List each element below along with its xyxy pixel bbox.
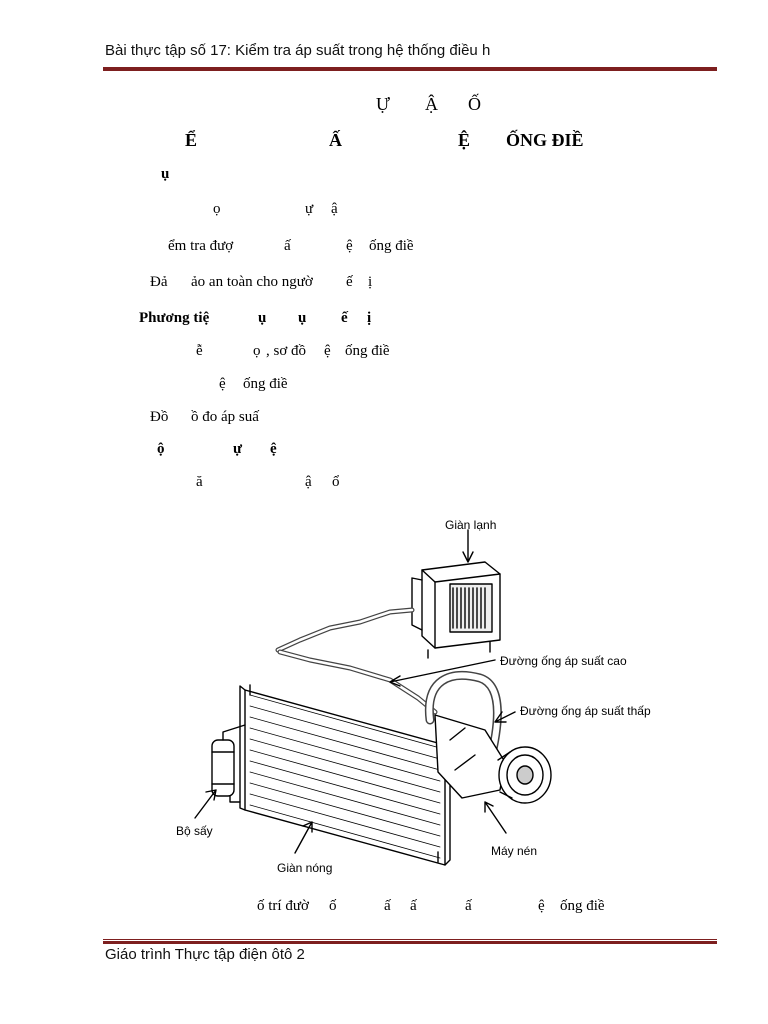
low-pressure-arrow — [494, 711, 516, 723]
compressor-arrow — [484, 801, 507, 834]
page-header: Bài thực tập số 17: Kiểm tra áp suất tro… — [105, 42, 491, 59]
title-fragment: Ệ — [458, 130, 471, 150]
condenser-arrow — [294, 821, 313, 854]
condenser-drawing — [239, 684, 451, 866]
evaporator-drawing — [411, 561, 501, 659]
compressor-label: Máy nén — [491, 844, 538, 858]
title-fragment: Ố — [468, 94, 481, 114]
title-fragment: Ậ — [425, 94, 438, 114]
condenser-label: Giàn nóng — [277, 861, 333, 875]
dryer-label: Bộ sấy — [176, 824, 213, 838]
high-pressure-line-label: Đường ống áp suất cao — [500, 654, 627, 668]
evaporator-arrow — [462, 529, 474, 563]
dryer-drawing — [211, 724, 246, 803]
footer-rule — [103, 939, 717, 940]
low-pressure-line-label: Đường ống áp suất thấp — [520, 704, 651, 718]
compressor-drawing — [434, 714, 552, 804]
section-heading: ụ — [161, 166, 170, 182]
title-fragment: Ể — [185, 130, 198, 150]
header-rule — [103, 67, 717, 71]
dryer-arrow — [194, 789, 217, 819]
high-pressure-arrow — [389, 659, 496, 687]
title-fragment: Ự — [376, 94, 390, 114]
title-fragment: ỐNG ĐIỀ — [506, 130, 584, 150]
ac-system-diagram — [194, 529, 552, 866]
page-footer: Giáo trình Thực tập điện ôtô 2 — [105, 946, 305, 963]
title-fragment: Ấ — [329, 130, 342, 150]
footer-rule — [103, 941, 717, 944]
evaporator-label: Giàn lạnh — [445, 518, 497, 532]
